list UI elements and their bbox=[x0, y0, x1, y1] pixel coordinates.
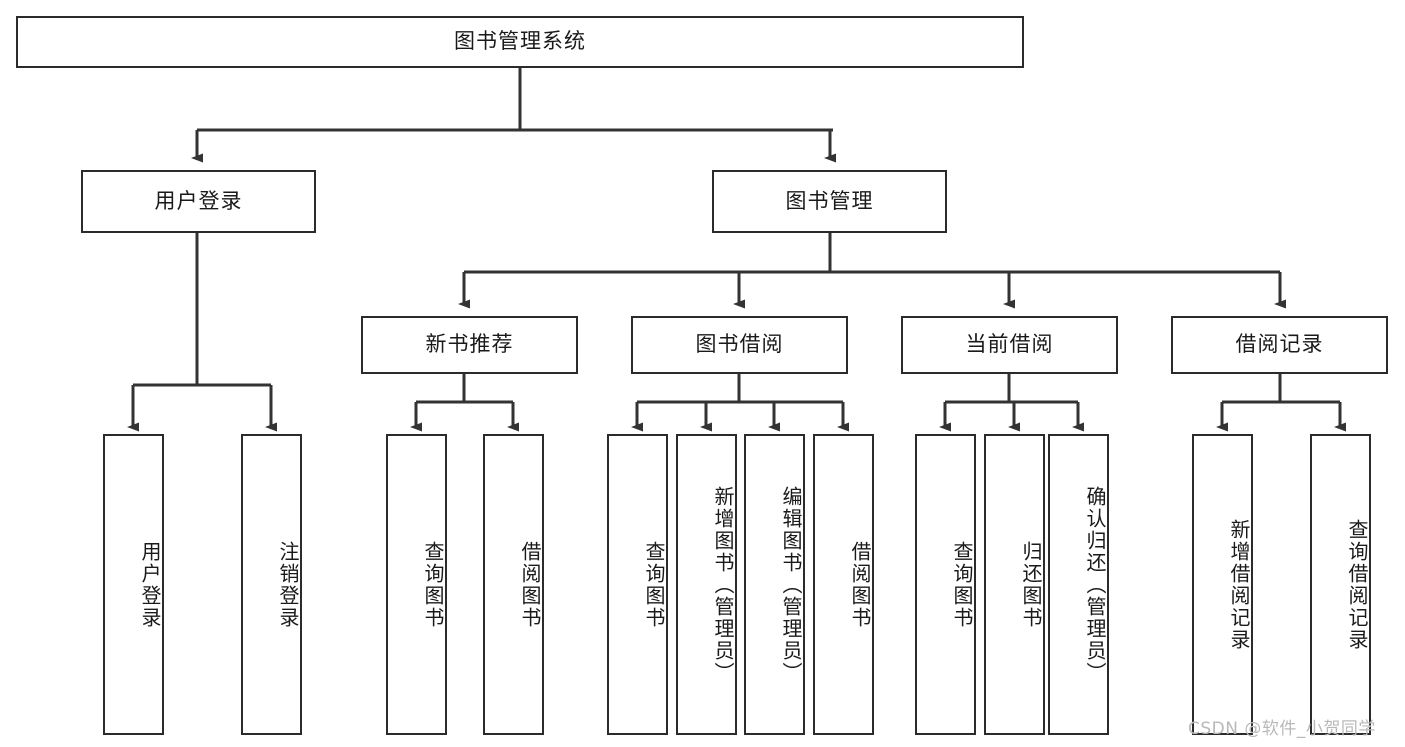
leaf-new-book-query-book[interactable]: 查询图书 bbox=[386, 434, 447, 735]
node-book-management[interactable]: 图书管理 bbox=[712, 170, 947, 233]
leaf-label: 注销登录 bbox=[276, 540, 300, 629]
leaf-book-borrow-edit-book-admin[interactable]: 编辑图书（管理员） bbox=[744, 434, 805, 735]
leaf-label: 确认归还（管理员） bbox=[1083, 485, 1107, 684]
leaf-book-borrow-borrow-book[interactable]: 借阅图书 bbox=[813, 434, 874, 735]
leaf-user-login-login[interactable]: 用户登录 bbox=[103, 434, 164, 735]
leaf-label: 查询图书 bbox=[421, 540, 445, 629]
leaf-book-borrow-add-book-admin[interactable]: 新增图书（管理员） bbox=[676, 434, 737, 735]
leaf-label: 借阅图书 bbox=[848, 540, 872, 629]
leaf-label: 查询借阅记录 bbox=[1345, 518, 1369, 651]
node-book-management-label: 图书管理 bbox=[785, 188, 874, 213]
leaf-book-borrow-query-book[interactable]: 查询图书 bbox=[607, 434, 668, 735]
node-book-borrow[interactable]: 图书借阅 bbox=[631, 316, 848, 374]
leaf-borrow-record-query-record[interactable]: 查询借阅记录 bbox=[1310, 434, 1371, 735]
leaf-label: 借阅图书 bbox=[518, 540, 542, 629]
node-book-borrow-label: 图书借阅 bbox=[695, 332, 784, 357]
leaf-borrow-record-add-record[interactable]: 新增借阅记录 bbox=[1192, 434, 1253, 735]
leaf-label: 查询图书 bbox=[642, 540, 666, 629]
leaf-label: 归还图书 bbox=[1019, 540, 1043, 629]
node-root-label: 图书管理系统 bbox=[454, 29, 586, 54]
node-current-borrow[interactable]: 当前借阅 bbox=[901, 316, 1118, 374]
node-borrow-record[interactable]: 借阅记录 bbox=[1171, 316, 1388, 374]
node-user-login[interactable]: 用户登录 bbox=[81, 170, 316, 233]
leaf-user-login-logout[interactable]: 注销登录 bbox=[241, 434, 302, 735]
leaf-label: 新增借阅记录 bbox=[1227, 518, 1251, 651]
leaf-current-borrow-return-book[interactable]: 归还图书 bbox=[984, 434, 1045, 735]
node-new-book-recommend-label: 新书推荐 bbox=[425, 332, 514, 357]
node-user-login-label: 用户登录 bbox=[154, 188, 243, 213]
node-root-book-management-system[interactable]: 图书管理系统 bbox=[16, 16, 1024, 68]
leaf-label: 用户登录 bbox=[138, 540, 162, 629]
leaf-new-book-borrow-book[interactable]: 借阅图书 bbox=[483, 434, 544, 735]
node-current-borrow-label: 当前借阅 bbox=[965, 332, 1054, 357]
leaf-current-borrow-confirm-return-admin[interactable]: 确认归还（管理员） bbox=[1048, 434, 1109, 735]
leaf-label: 查询图书 bbox=[950, 540, 974, 629]
node-new-book-recommend[interactable]: 新书推荐 bbox=[361, 316, 578, 374]
leaf-current-borrow-query-book[interactable]: 查询图书 bbox=[915, 434, 976, 735]
leaf-label: 编辑图书（管理员） bbox=[779, 485, 803, 684]
node-borrow-record-label: 借阅记录 bbox=[1235, 332, 1324, 357]
leaf-label: 新增图书（管理员） bbox=[711, 485, 735, 684]
watermark-text: CSDN @软件_小贺同学 bbox=[1188, 719, 1376, 739]
